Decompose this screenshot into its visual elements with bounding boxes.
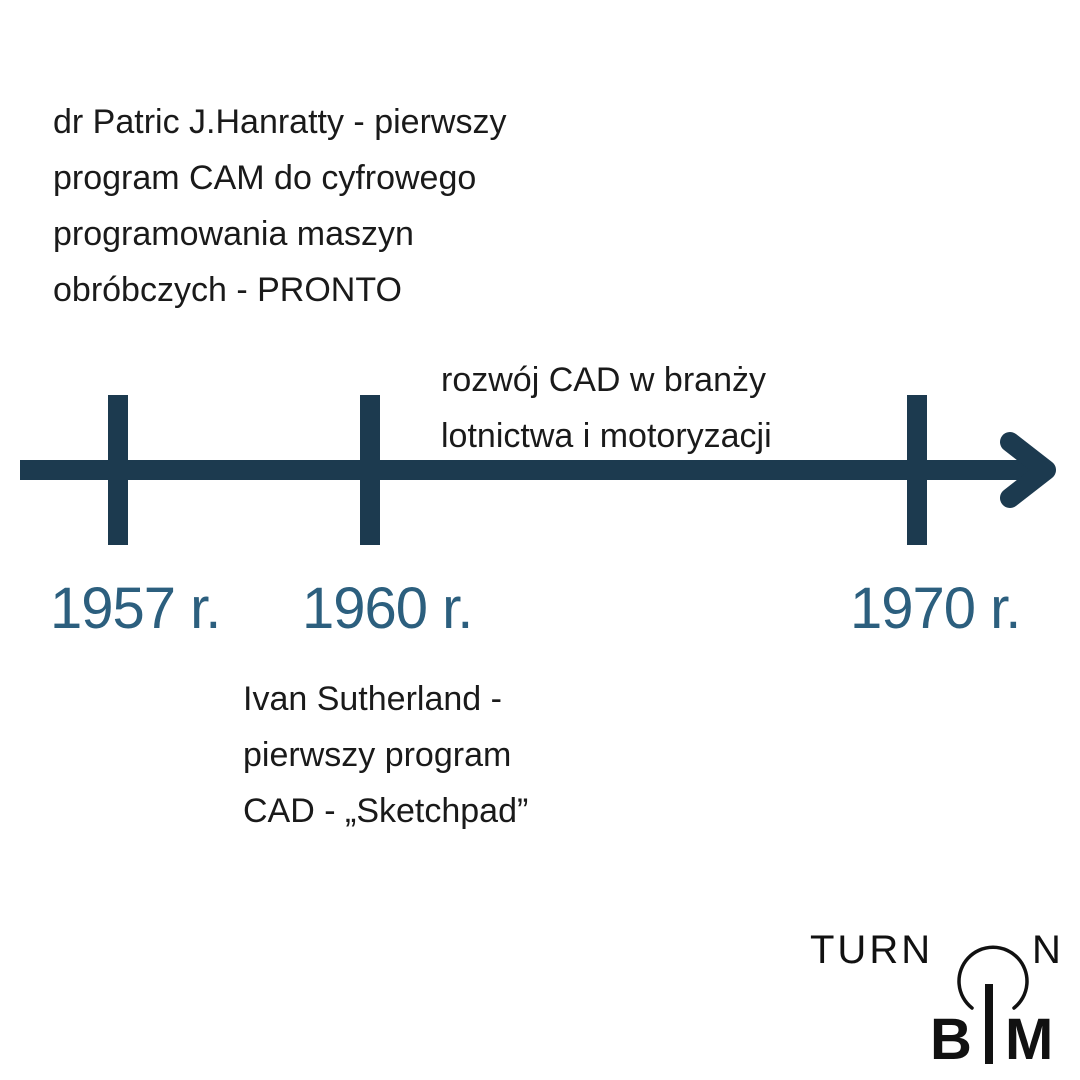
event-sutherland-text: Ivan Sutherland - pierwszy program CAD -… xyxy=(243,671,528,839)
year-1960-label: 1960 r. xyxy=(302,576,473,641)
event-hanratty-text: dr Patric J.Hanratty - pierwszy program … xyxy=(53,94,506,318)
event-line: dr Patric J.Hanratty - pierwszy xyxy=(53,103,507,141)
tick-1960 xyxy=(360,395,380,545)
event-line: CAD - „Sketchpad” xyxy=(243,792,529,830)
year-1970-label: 1970 r. xyxy=(850,576,1021,641)
event-line: programowania maszyn xyxy=(53,215,414,253)
event-line: Ivan Sutherland - xyxy=(243,680,502,718)
logo-n-letter: N xyxy=(1032,928,1064,972)
timeline-arrowhead xyxy=(1000,432,1056,508)
event-line: lotnictwa i motoryzacji xyxy=(441,417,772,455)
event-line: obróbczych - PRONTO xyxy=(53,271,402,309)
tick-1957 xyxy=(108,395,128,545)
logo-b-letter: B xyxy=(930,1007,972,1072)
event-aviation-text: rozwój CAD w branży lotnictwa i motoryza… xyxy=(441,352,772,464)
event-line: program CAM do cyfrowego xyxy=(53,159,477,197)
event-line: pierwszy program xyxy=(243,736,512,774)
tick-1970 xyxy=(907,395,927,545)
event-line: rozwój CAD w branży xyxy=(441,361,766,399)
logo-m-letter: M xyxy=(1005,1007,1054,1072)
turn-on-bim-logo: TURN N B M xyxy=(800,920,1070,1072)
logo-power-icon xyxy=(957,945,1029,1064)
year-1957-label: 1957 r. xyxy=(50,576,221,641)
logo-turn-text: TURN xyxy=(810,928,934,972)
